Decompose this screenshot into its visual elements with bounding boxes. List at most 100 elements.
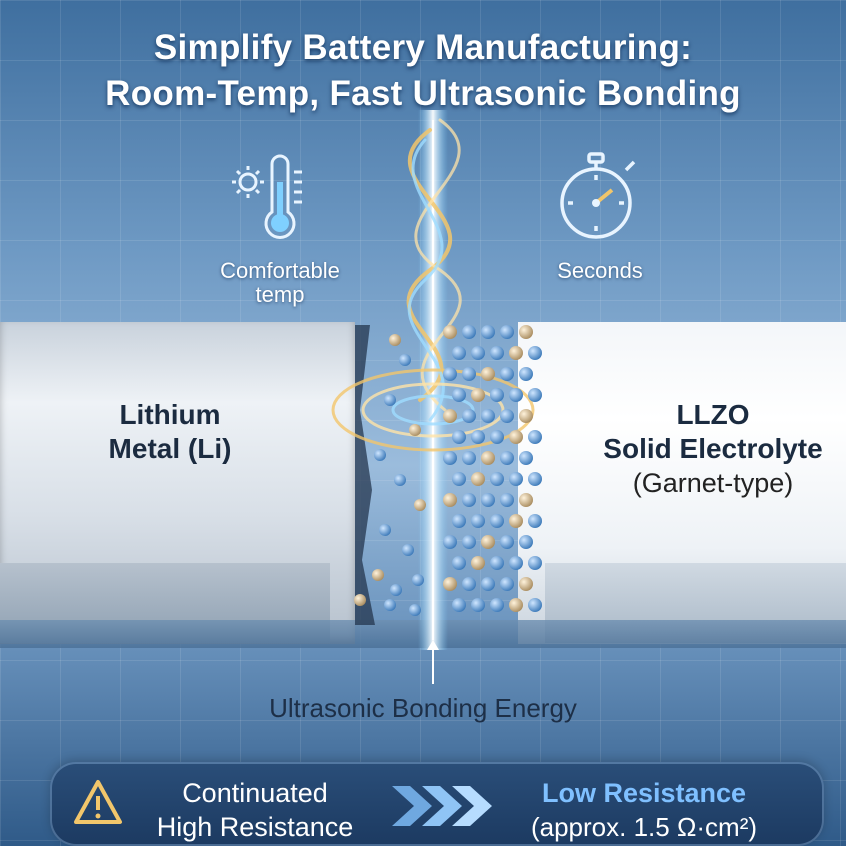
llzo-lattice-atom <box>471 388 485 402</box>
migrating-atom <box>390 584 402 596</box>
llzo-lattice-atom <box>490 472 504 486</box>
llzo-lattice-atom <box>490 598 504 612</box>
llzo-lattice-atom <box>509 598 523 612</box>
banner-right-line1: Low Resistance <box>541 778 747 808</box>
llzo-lattice-atom <box>481 367 495 381</box>
llzo-lattice-atom <box>509 514 523 528</box>
llzo-lattice-atom <box>481 325 495 339</box>
title-line-1: Simplify Battery Manufacturing: <box>153 28 693 67</box>
llzo-lattice-atom <box>452 598 466 612</box>
migrating-atom <box>399 354 411 366</box>
llzo-lattice-atom <box>500 325 514 339</box>
llzo-label-line1: LLZO <box>676 399 750 430</box>
llzo-lattice-atom <box>452 514 466 528</box>
llzo-lattice-atom <box>528 556 542 570</box>
llzo-lattice-atom <box>481 577 495 591</box>
llzo-lattice-atom <box>462 325 476 339</box>
migrating-atom <box>414 499 426 511</box>
llzo-lattice-atom <box>452 388 466 402</box>
banner-right-text: Low Resistance (approx. 1.5 Ω·cm²) <box>494 776 794 844</box>
llzo-lattice-atom <box>490 430 504 444</box>
llzo-lattice-atom <box>471 430 485 444</box>
llzo-lattice-atom <box>500 409 514 423</box>
lithium-label: Lithium Metal (Li) <box>70 398 270 466</box>
llzo-lattice-atom <box>443 325 457 339</box>
llzo-lattice-atom <box>452 346 466 360</box>
llzo-lattice-atom <box>462 577 476 591</box>
llzo-lattice-atom <box>443 577 457 591</box>
temperature-label-line1: Comfortable <box>220 258 340 283</box>
llzo-lattice-atom <box>528 598 542 612</box>
llzo-lattice-atom <box>443 493 457 507</box>
banner-left-text: Continuated High Resistance <box>130 776 380 844</box>
llzo-lattice-atom <box>528 514 542 528</box>
migrating-atom <box>372 569 384 581</box>
llzo-lattice-atom <box>519 535 533 549</box>
llzo-lattice-atom <box>452 472 466 486</box>
llzo-lattice-atom <box>481 409 495 423</box>
llzo-lattice-atom <box>481 451 495 465</box>
llzo-lattice-atom <box>481 493 495 507</box>
llzo-lattice-atom <box>471 472 485 486</box>
migrating-atom <box>409 604 421 616</box>
llzo-lattice-atom <box>509 556 523 570</box>
llzo-lattice-atom <box>519 409 533 423</box>
migrating-atom <box>384 599 396 611</box>
migrating-atom <box>412 574 424 586</box>
llzo-lattice-atom <box>462 493 476 507</box>
migrating-atom <box>402 544 414 556</box>
resistance-banner <box>50 762 824 846</box>
llzo-lattice-atom <box>452 430 466 444</box>
llzo-lattice-atom <box>462 409 476 423</box>
stopwatch-icon <box>560 152 636 239</box>
banner-left-line2: High Resistance <box>156 812 354 842</box>
llzo-lattice-atom <box>462 451 476 465</box>
llzo-lattice-atom <box>528 430 542 444</box>
llzo-lattice-atom <box>500 535 514 549</box>
migrating-atom <box>389 334 401 346</box>
banner-left-line1: Continuated <box>182 778 328 808</box>
llzo-lattice-atom <box>471 556 485 570</box>
llzo-lattice-atom <box>490 514 504 528</box>
thermometer-sun-icon <box>232 154 302 239</box>
llzo-lattice-atom <box>481 535 495 549</box>
llzo-lattice-atom <box>500 451 514 465</box>
llzo-lattice-atom <box>500 493 514 507</box>
migrating-atom <box>374 449 386 461</box>
llzo-lattice-atom <box>519 325 533 339</box>
llzo-lattice-atom <box>471 514 485 528</box>
llzo-lattice-atom <box>500 577 514 591</box>
migrating-atom <box>379 524 391 536</box>
llzo-lattice-atom <box>519 367 533 381</box>
llzo-lattice-atom <box>471 598 485 612</box>
lithium-label-line1: Lithium <box>119 399 221 430</box>
llzo-lattice-atom <box>528 388 542 402</box>
llzo-lattice-atom <box>443 367 457 381</box>
migrating-atom <box>394 474 406 486</box>
llzo-lattice-atom <box>509 346 523 360</box>
llzo-lattice-atom <box>490 388 504 402</box>
llzo-lattice-atom <box>452 556 466 570</box>
llzo-label-line3: (Garnet-type) <box>632 468 794 498</box>
migrating-atom <box>354 594 366 606</box>
llzo-lattice-atom <box>443 409 457 423</box>
lithium-label-line2: Metal (Li) <box>108 433 232 464</box>
llzo-lattice-atom <box>462 367 476 381</box>
temperature-label-line2: temp <box>255 282 305 307</box>
llzo-lattice-atom <box>509 430 523 444</box>
migrating-atom <box>384 394 396 406</box>
llzo-lattice-atom <box>471 346 485 360</box>
llzo-lattice-atom <box>528 472 542 486</box>
chevrons-right-icon <box>392 786 492 826</box>
warning-icon <box>74 780 122 824</box>
llzo-label: LLZO Solid Electrolyte (Garnet-type) <box>580 398 846 500</box>
time-label: Seconds <box>557 258 643 283</box>
arrow-up-icon <box>427 640 439 684</box>
temperature-label: Comfortable temp <box>190 259 370 307</box>
llzo-lattice-atom <box>519 577 533 591</box>
llzo-lattice-atom <box>490 346 504 360</box>
title-line-2: Room-Temp, Fast Ultrasonic Bonding <box>105 74 741 113</box>
llzo-lattice-atom <box>443 451 457 465</box>
llzo-lattice-atom <box>500 367 514 381</box>
llzo-lattice-atom <box>519 493 533 507</box>
